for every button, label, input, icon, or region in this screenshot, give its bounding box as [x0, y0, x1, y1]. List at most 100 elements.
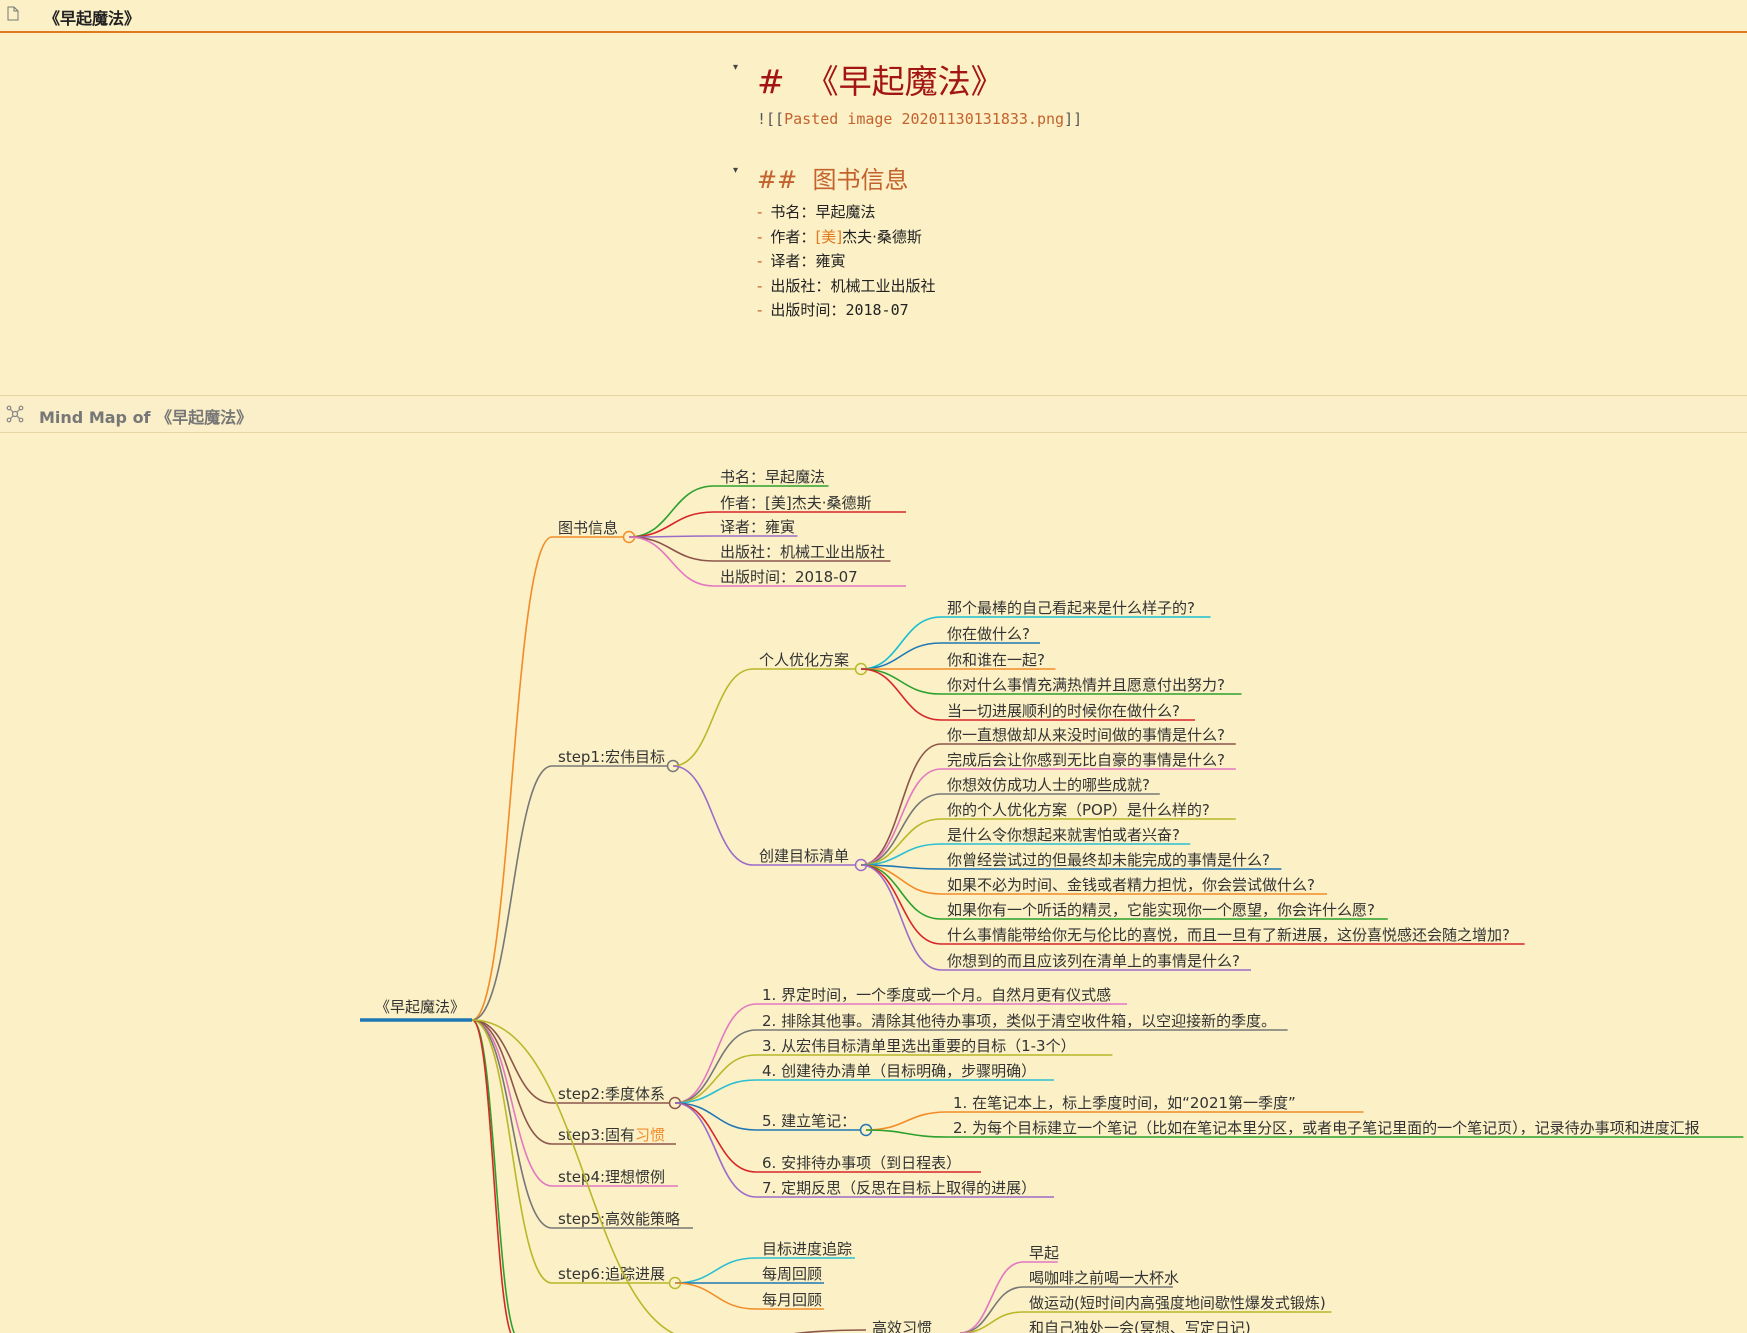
- mindmap-icon: [6, 405, 24, 423]
- heading-2: ## 图书信息: [757, 166, 909, 194]
- mindmap-edge: [674, 1257, 757, 1284]
- mindmap-edge: [674, 1003, 757, 1104]
- mindmap-leaf[interactable]: 什么事情能带给你无与伦比的喜悦，而且一旦有了新进展，这份喜悦感还会随之增加?: [947, 926, 1510, 944]
- mindmap-leaf[interactable]: 3. 从宏伟目标清单里选出重要的目标（1-3个）: [762, 1037, 1076, 1055]
- mindmap-leaf[interactable]: 完成后会让你感到无比自豪的事情是什么?: [947, 751, 1225, 769]
- mindmap-edge: [471, 536, 553, 1021]
- list-item: -出版社：机械工业出版社: [757, 276, 936, 295]
- pane-title[interactable]: 《早起魔法》: [44, 9, 141, 28]
- mindmap-leaf[interactable]: 你对什么事情充满热情并且愿意付出努力?: [947, 676, 1225, 694]
- mindmap-edge: [959, 1261, 1024, 1333]
- mindmap-edge: [865, 1111, 948, 1131]
- mindmap-canvas[interactable]: 《早起魔法》 图书信息 step1:宏伟目标 step2:季度体系 step4:理想惯例…: [0, 432, 1747, 1333]
- mindmap-edge: [628, 536, 715, 562]
- mindmap-leaf[interactable]: 你一直想做却从来没时间做的事情是什么?: [947, 726, 1225, 744]
- mindmap-edge: [860, 818, 942, 866]
- mindmap-node[interactable]: 高效习惯: [872, 1319, 932, 1333]
- mindmap-edge: [860, 793, 942, 866]
- mindmap-branch[interactable]: step6:追踪进展: [558, 1265, 665, 1283]
- mindmap-edge: [860, 768, 942, 866]
- mindmap-edge: [628, 536, 715, 587]
- mindmap-leaf[interactable]: 和自己独处一会(冥想、写定日记): [1029, 1319, 1251, 1333]
- mindmap-leaf[interactable]: 你曾经尝试过的但最终却未能完成的事情是什么?: [947, 851, 1270, 869]
- mindmap-edge: [628, 485, 715, 538]
- mindmap-edge: [860, 668, 942, 695]
- mindmap-leaf[interactable]: 目标进度追踪: [762, 1240, 852, 1258]
- mindmap-leaf[interactable]: 如果你有一个听话的精灵，它能实现你一个愿望，你会许什么愿?: [947, 901, 1375, 919]
- mindmap-branch[interactable]: step2:季度体系: [558, 1085, 665, 1103]
- mindmap-edge: [674, 1054, 757, 1104]
- mindmap-edge: [471, 1019, 675, 1333]
- mindmap-edge: [860, 843, 942, 866]
- mindmap-edge: [860, 668, 942, 721]
- mindmap-leaf[interactable]: 1. 界定时间，一个季度或一个月。自然月更有仪式感: [762, 986, 1111, 1004]
- mindmap-branch[interactable]: step5:高效能策略: [558, 1210, 680, 1228]
- mindmap-edge: [471, 1019, 553, 1104]
- mindmap-leaf[interactable]: 书名：早起魔法: [720, 468, 825, 486]
- mindmap-leaf[interactable]: 那个最棒的自己看起来是什么样子的?: [947, 599, 1195, 617]
- book-info-list: -书名：早起魔法 -作者：[美]杰夫·桑德斯 -译者：雍寅 -出版社：机械工业出…: [757, 200, 935, 323]
- mindmap-root[interactable]: 《早起魔法》: [375, 998, 465, 1016]
- mindmap-leaf[interactable]: 是什么令你想起来就害怕或者兴奋?: [947, 826, 1180, 844]
- mindmap-leaf[interactable]: 你和谁在一起?: [947, 651, 1045, 669]
- mindmap-edge: [471, 1019, 553, 1229]
- mindmap-leaf[interactable]: 喝咖啡之前喝一大杯水: [1029, 1269, 1179, 1287]
- mindmap-edge: [860, 864, 942, 920]
- mindmap-leaf[interactable]: 作者：[美]杰夫·桑德斯: [720, 494, 871, 512]
- mindmap-edge: [672, 765, 754, 866]
- mindmap-leaf[interactable]: 做运动(短时间内高强度地间歇性爆发式锻炼): [1029, 1294, 1326, 1312]
- list-item: -出版时间：2018-07: [757, 301, 909, 319]
- mindmap-leaf[interactable]: 当一切进展顺利的时候你在做什么?: [947, 702, 1180, 720]
- mindmap-edge: [674, 1102, 757, 1131]
- mindmap-leaf[interactable]: 你想到的而且应该列在清单上的事情是什么?: [947, 952, 1240, 970]
- mindmap-branch[interactable]: step3:固有习惯: [558, 1126, 665, 1144]
- mindmap-pane-header: Mind Map of 《早起魔法》: [0, 395, 1747, 433]
- mindmap-branch[interactable]: 图书信息: [558, 519, 618, 537]
- mindmap-edge: [860, 743, 942, 866]
- list-item: -作者：[美]杰夫·桑德斯: [757, 227, 922, 246]
- mindmap-leaf[interactable]: 2. 为每个目标建立一个笔记（比如在笔记本里分区，或者电子笔记里面的一个笔记页）…: [953, 1119, 1700, 1137]
- mindmap-leaf[interactable]: 2. 排除其他事。清除其他待办事项，类似于清空收件箱，以空迎接新的季度。: [762, 1012, 1276, 1030]
- mindmap-leaf[interactable]: 你在做什么?: [947, 625, 1030, 643]
- mindmap-edge: [471, 1019, 516, 1333]
- mindmap-leaf[interactable]: 5. 建立笔记：: [762, 1112, 856, 1130]
- mindmap-edge: [674, 1079, 757, 1104]
- mindmap-leaf[interactable]: 如果不必为时间、金钱或者精力担忧，你会尝试做什么?: [947, 876, 1315, 894]
- mindmap-leaf[interactable]: 4. 创建待办清单（目标明确，步骤明确）: [762, 1062, 1036, 1080]
- fold-h2-icon[interactable]: ▾: [733, 165, 739, 176]
- mindmap-edge: [860, 864, 942, 971]
- mindmap-node[interactable]: 个人优化方案: [759, 651, 849, 669]
- mindmap-title[interactable]: Mind Map of 《早起魔法》: [39, 408, 253, 427]
- mindmap-edge: [860, 642, 942, 670]
- mindmap-edge: [471, 765, 553, 1021]
- mindmap-branch[interactable]: step4:理想惯例: [558, 1168, 665, 1186]
- mindmap-edge: [672, 668, 754, 767]
- fold-h1-icon[interactable]: ▾: [733, 62, 739, 73]
- mindmap-edge: [628, 511, 715, 538]
- mindmap-edge: [860, 616, 942, 670]
- mindmap-leaf[interactable]: 6. 安排待办事项（到日程表）: [762, 1154, 961, 1172]
- mindmap-edge: [471, 1019, 512, 1333]
- image-embed[interactable]: ![[Pasted image 20201130131833.png]]: [757, 110, 1083, 128]
- mindmap-leaf[interactable]: 你的个人优化方案（POP）是什么样的?: [947, 801, 1210, 819]
- mindmap-node[interactable]: 创建目标清单: [759, 847, 849, 865]
- mindmap-leaf[interactable]: 你想效仿成功人士的哪些成就?: [947, 776, 1150, 794]
- mindmap-leaf[interactable]: 出版时间：2018-07: [720, 568, 858, 586]
- mindmap-leaf[interactable]: 每月回顾: [762, 1291, 822, 1309]
- heading-1: # 《早起魔法》: [757, 62, 1004, 101]
- mindmap-leaf[interactable]: 出版社：机械工业出版社: [720, 543, 885, 561]
- mindmap-edge: [674, 1102, 757, 1173]
- mindmap-edge: [674, 1102, 757, 1198]
- mindmap-edge: [959, 1286, 1024, 1333]
- mindmap-leaf[interactable]: 早起: [1029, 1244, 1059, 1262]
- mindmap-edge: [793, 1329, 867, 1333]
- mindmap-branch[interactable]: step1:宏伟目标: [558, 748, 665, 766]
- mindmap-leaf[interactable]: 译者：雍寅: [720, 518, 795, 536]
- mindmap-leaf[interactable]: 每周回顾: [762, 1265, 822, 1283]
- mindmap-leaf[interactable]: 1. 在笔记本上，标上季度时间，如“2021第一季度”: [953, 1094, 1296, 1112]
- mindmap-edge: [860, 864, 942, 945]
- mindmap-edge: [674, 1282, 757, 1310]
- list-item: -译者：雍寅: [757, 252, 846, 270]
- mindmap-leaf[interactable]: 7. 定期反思（反思在目标上取得的进展）: [762, 1179, 1036, 1197]
- mindmap-edge: [471, 1019, 553, 1145]
